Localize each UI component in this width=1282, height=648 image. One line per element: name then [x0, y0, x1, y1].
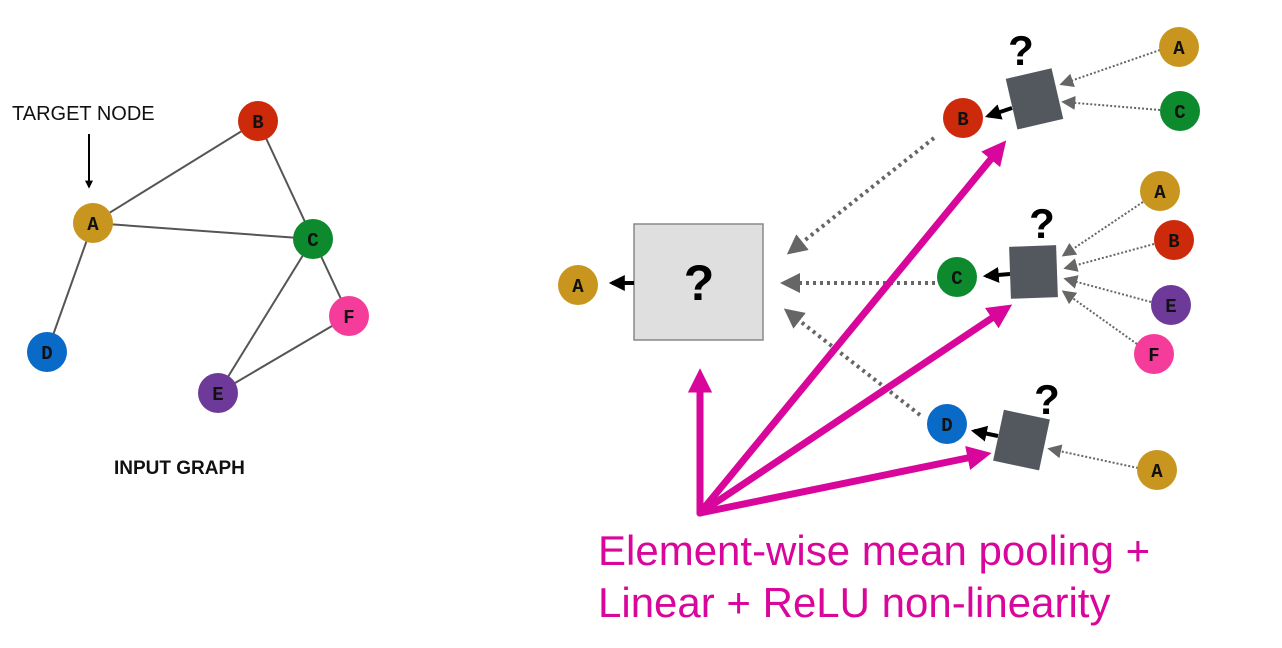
dotted-arrow-e-to-c-box [1063, 275, 1152, 303]
arrow-c-box-to-c [982, 266, 1011, 283]
question-mark-icon: ? [1029, 200, 1055, 247]
node-label: A [1151, 461, 1163, 483]
node-label: E [212, 384, 223, 406]
dotted-arrow-d-to-root [783, 308, 922, 417]
node-label: F [343, 307, 354, 329]
edge-a-b [92, 120, 259, 224]
node-label: A [1173, 38, 1185, 60]
caption-line-1: Element-wise mean pooling + [598, 527, 1151, 574]
arrow-d-box-to-d [970, 425, 999, 442]
node-label: A [1154, 182, 1166, 204]
leaf-node-e-of-c[interactable]: E [1151, 285, 1191, 325]
level1-node-d[interactable]: D [927, 404, 967, 444]
node-label: E [1165, 296, 1176, 318]
node-label: C [951, 268, 962, 290]
edge-a-c [92, 222, 314, 240]
node-label: B [252, 112, 263, 134]
edge-a-d [46, 222, 94, 353]
node-label: A [87, 214, 99, 236]
dotted-arrow-c-to-b-box [1061, 95, 1161, 111]
magenta-arrow-to-d-box [696, 445, 992, 517]
dotted-arrow-b-to-root [786, 136, 936, 255]
computation-graph: ? A ? B A C ? C A B E F [558, 27, 1200, 517]
arrow-b-box-to-b [984, 104, 1013, 120]
leaf-node-b-of-c[interactable]: B [1154, 220, 1194, 260]
leaf-node-f-of-c[interactable]: F [1134, 334, 1174, 374]
graph-node-d[interactable]: D [27, 332, 67, 372]
node-label: B [1168, 231, 1179, 253]
graph-edges [46, 120, 350, 394]
dotted-arrow-f-to-c-box [1061, 290, 1138, 345]
leaf-node-a-of-c[interactable]: A [1140, 171, 1180, 211]
level1-node-b[interactable]: B [943, 98, 983, 138]
node-label: F [1148, 345, 1159, 367]
dotted-arrow-a-to-b-box [1059, 49, 1161, 87]
node-label: A [572, 276, 584, 298]
question-mark-icon: ? [1008, 27, 1034, 74]
leaf-node-a-of-b[interactable]: A [1159, 27, 1199, 67]
leaf-node-a-of-d[interactable]: A [1137, 450, 1177, 490]
question-mark-icon: ? [684, 255, 715, 311]
graph-node-b[interactable]: B [238, 101, 278, 141]
input-graph-title: INPUT GRAPH [114, 458, 245, 479]
edge-c-e [217, 238, 314, 394]
edge-b-c [257, 120, 314, 240]
graph-node-e[interactable]: E [198, 373, 238, 413]
node-label: D [41, 343, 52, 365]
node-label: B [957, 109, 968, 131]
graph-node-c[interactable]: C [293, 219, 333, 259]
dotted-arrow-b-to-c-box [1063, 243, 1155, 272]
level1-node-c[interactable]: C [937, 257, 977, 297]
input-graph: A B C D E F [27, 101, 369, 413]
caption-line-2: Linear + ReLU non-linearity [598, 579, 1111, 626]
d-aggregator-box[interactable] [993, 409, 1050, 471]
node-label: C [307, 230, 318, 252]
dotted-arrow-a-to-d-box [1047, 444, 1139, 469]
target-node-label: TARGET NODE [12, 103, 155, 125]
magenta-arrow-to-b-box [696, 140, 1007, 517]
leaf-node-c-of-b[interactable]: C [1160, 91, 1200, 131]
question-mark-icon: ? [1034, 376, 1060, 423]
node-label: C [1174, 102, 1185, 124]
edge-e-f [217, 315, 350, 394]
graph-node-f[interactable]: F [329, 296, 369, 336]
node-label: D [941, 415, 952, 437]
root-node-a[interactable]: A [558, 265, 598, 305]
c-aggregator-box[interactable] [1009, 245, 1058, 299]
dotted-arrow-a-to-c-box [1061, 201, 1144, 257]
magenta-arrow-to-c-box [696, 304, 1013, 517]
graph-node-a[interactable]: A [73, 203, 113, 243]
root-aggregator-box[interactable]: ? [633, 223, 764, 341]
b-aggregator-box[interactable] [1005, 68, 1064, 130]
